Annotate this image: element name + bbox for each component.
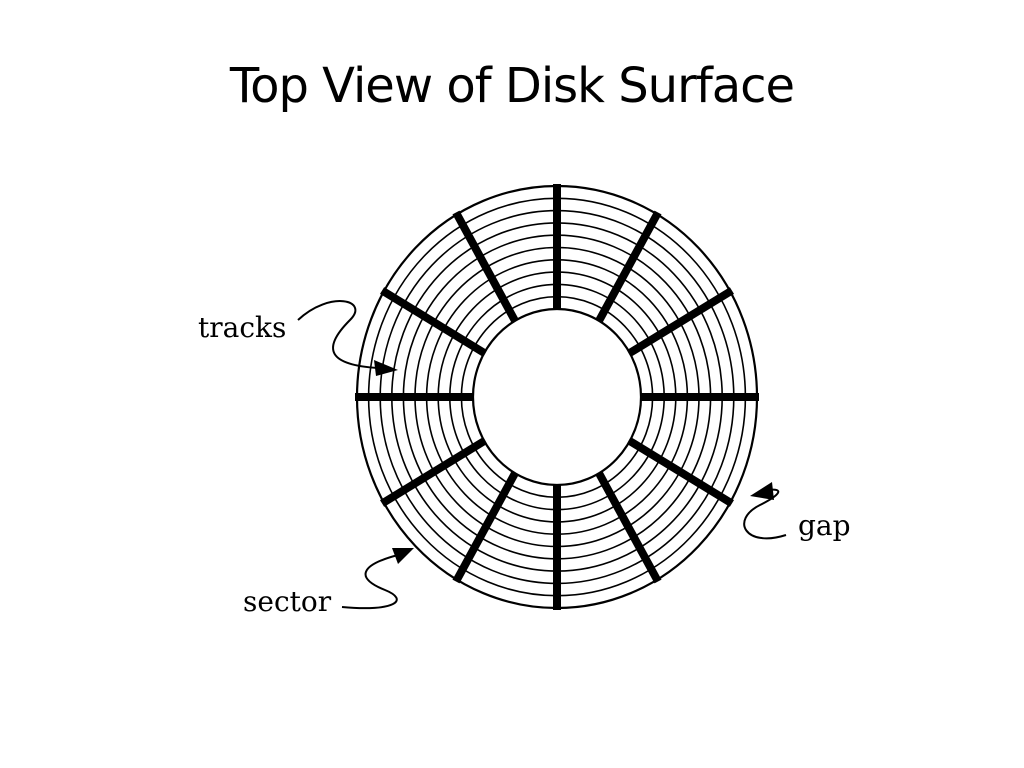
sector-gap-bar: [627, 287, 734, 357]
sector-gap-bar: [380, 287, 487, 357]
label-tracks: tracks: [198, 311, 286, 344]
gap-arrowhead: [750, 482, 774, 500]
sector-arrowhead: [392, 548, 414, 564]
tracks-pointer-arrow: [297, 300, 379, 369]
track-ring: [448, 283, 665, 511]
tracks-arrowhead: [374, 360, 398, 376]
label-sector: sector: [243, 585, 332, 618]
label-gap: gap: [798, 509, 851, 542]
sector-gap-bar: [595, 471, 662, 584]
page-title: Top View of Disk Surface: [229, 58, 795, 114]
sector-gap-bar: [595, 210, 662, 323]
track-ring: [471, 307, 643, 487]
gap-pointer-arrow: [743, 488, 787, 540]
sector-gap-bar: [627, 437, 734, 507]
sector-pointer-arrow: [341, 554, 399, 610]
sector-gap-bar: [452, 471, 519, 584]
sector-gap-bar: [380, 437, 487, 507]
sector-gap-bar: [452, 210, 519, 323]
track-ring: [460, 295, 654, 499]
sector-gaps: [355, 184, 759, 610]
